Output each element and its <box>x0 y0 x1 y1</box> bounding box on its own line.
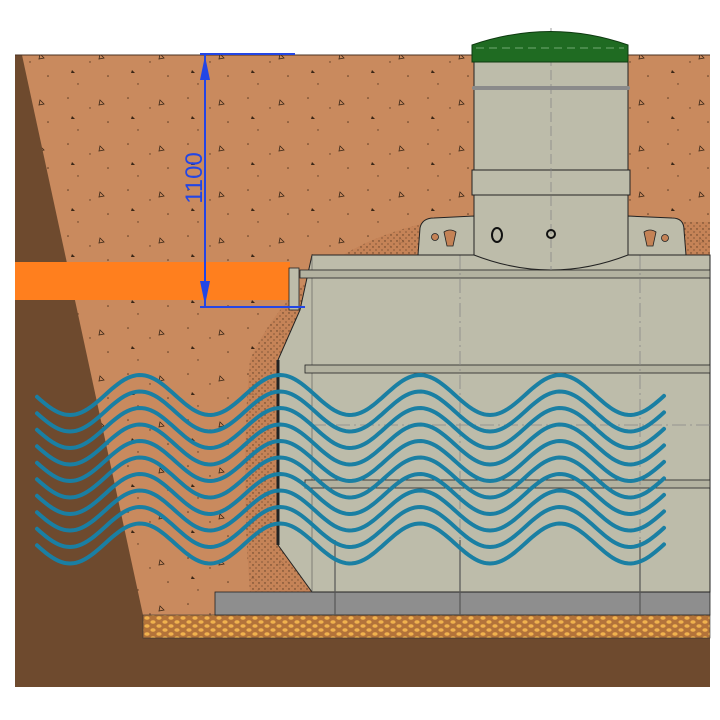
inlet-pipe-collar <box>288 267 300 311</box>
concrete-slab <box>214 591 711 616</box>
flange-right <box>627 215 687 256</box>
water-wave-line <box>35 504 666 550</box>
water-wave-line <box>35 422 666 467</box>
water-wave-line <box>35 372 666 418</box>
tank-rib-middle <box>304 364 711 374</box>
water-wave-line <box>35 405 666 451</box>
tank-rib-top <box>299 269 711 279</box>
water-wave-line <box>35 389 666 434</box>
depth-dimension-label: 1100 <box>181 152 208 204</box>
green-lid <box>471 31 629 63</box>
depth-dimension <box>200 53 305 308</box>
gravel-bed <box>142 614 711 639</box>
groundwater-waves <box>35 372 666 566</box>
water-wave-line <box>35 471 666 517</box>
inlet-pipe <box>15 262 290 300</box>
riser-shaft <box>473 61 629 271</box>
water-wave-line <box>35 488 666 533</box>
water-wave-line <box>35 521 666 566</box>
tank-rib-lower <box>304 479 711 489</box>
water-wave-line <box>35 438 666 484</box>
water-wave-line <box>35 455 666 500</box>
